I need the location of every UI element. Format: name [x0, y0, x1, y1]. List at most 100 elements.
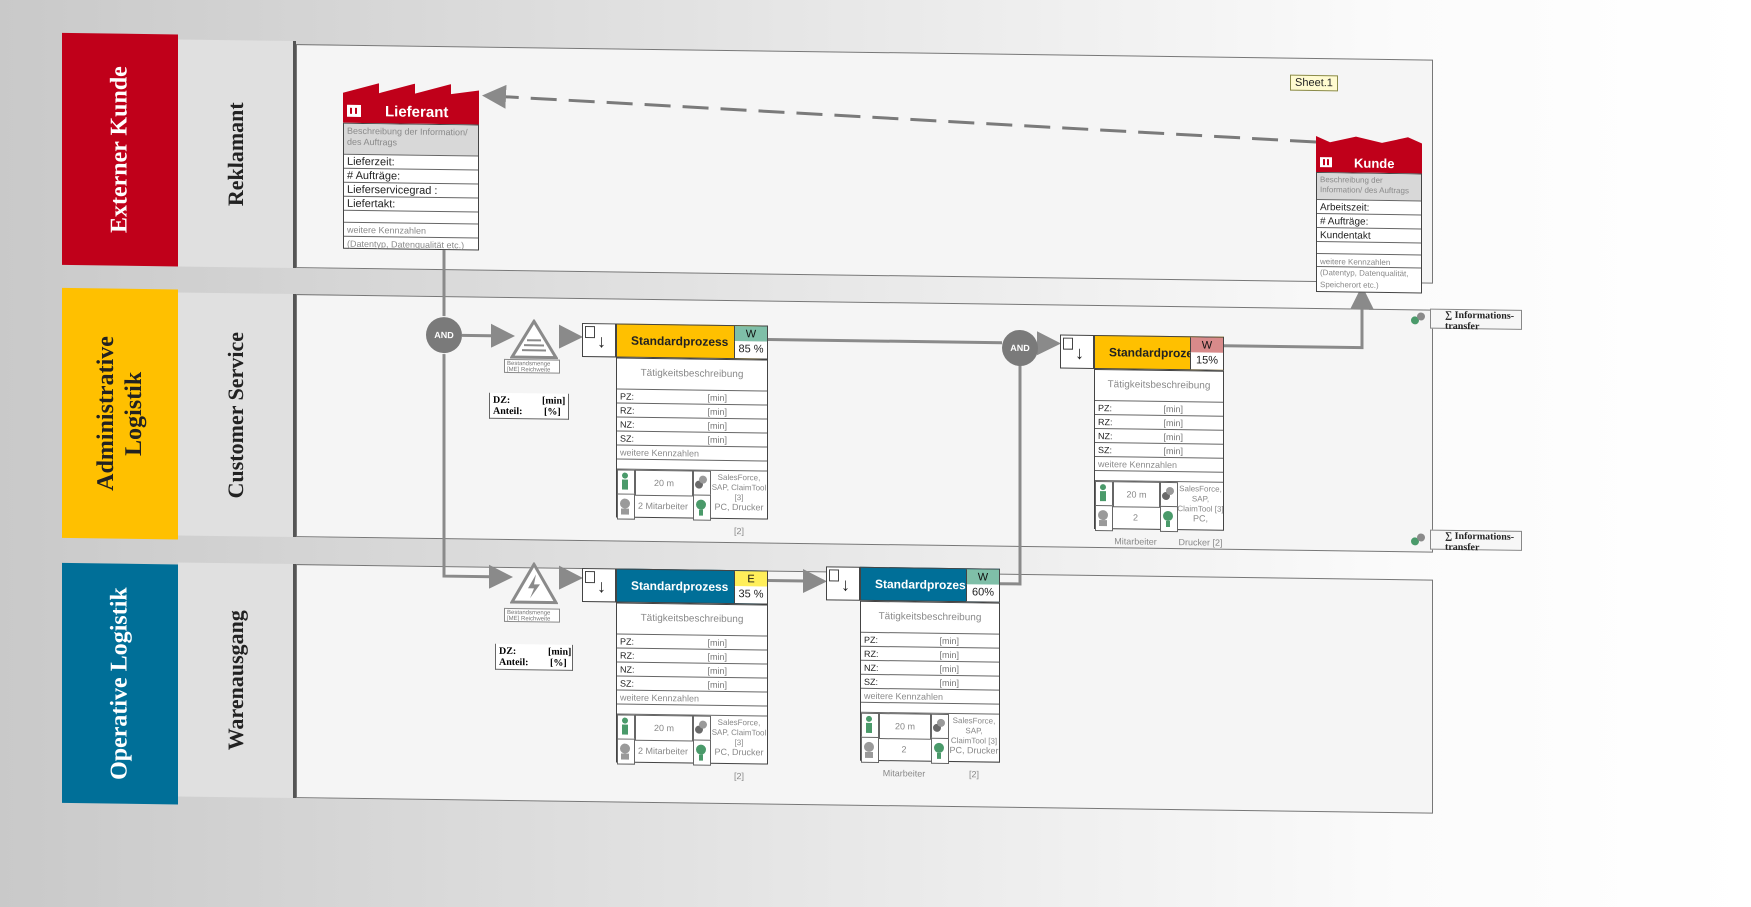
operator-icon	[617, 714, 635, 741]
and-gate-2[interactable]: AND	[1002, 329, 1038, 367]
process-box[interactable]: ↓ Standardprozess W 15% Tätigkeitsbeschr…	[1060, 334, 1224, 548]
supplier-header: Lieferant	[343, 98, 479, 125]
process-time: 20 m	[635, 714, 693, 742]
process-system: SalesForce, SAP, ClaimTool [3]	[1177, 484, 1224, 514]
process-resources: 20 m SalesForce, SAP, ClaimTool [3] 2 Mi…	[617, 713, 767, 782]
process-time: 20 m	[635, 469, 693, 497]
process-table: Tätigkeitsbeschreibung PZ: [min] RZ: [mi…	[860, 600, 1000, 780]
process-desc: Tätigkeitsbeschreibung	[640, 612, 744, 626]
process-table: Tätigkeitsbeschreibung PZ: [min] RZ: [mi…	[1094, 368, 1224, 548]
customer-table: Beschreibung der Information/ des Auftra…	[1316, 172, 1422, 295]
process-row-key: PZ:	[1098, 403, 1113, 414]
process-row-key: PZ:	[620, 391, 635, 402]
info-transfer-label: ∑ Informations- transfer	[1430, 529, 1522, 553]
supplier-box[interactable]: Lieferant Beschreibung der Information/ …	[343, 83, 479, 252]
process-header: Standardprozess W 60%	[860, 566, 1000, 603]
process-percent: 15%	[1190, 352, 1223, 370]
process-row-key: NZ:	[620, 664, 635, 675]
system-icon	[693, 470, 711, 497]
process-row-key: RZ:	[864, 648, 879, 660]
process-header: Standardprozess E 35 %	[616, 568, 768, 605]
process-percent: 60%	[966, 584, 999, 602]
process-operator-cell: ↓	[826, 566, 860, 601]
inventory-2-dz: DZ:	[499, 645, 517, 658]
process-title: Standardprozess	[631, 333, 729, 349]
process-device: PC, Drucker [2]	[1178, 513, 1223, 548]
supplier-table: Beschreibung der Information/ des Auftra…	[343, 122, 479, 252]
process-box[interactable]: ↓ Standardprozess E 35 % Tätigkeitsbesch…	[582, 567, 768, 782]
process-operator-cell: ↓	[582, 322, 616, 358]
process-row-key: SZ:	[620, 678, 635, 689]
flow-and1-inventory2	[442, 354, 513, 589]
process-row-key: SZ:	[620, 433, 635, 444]
inventory-2-caption: Bestandsmenge [ME] Reichweite [ZE]	[504, 607, 560, 623]
process-desc: Tätigkeitsbeschreibung	[1107, 379, 1211, 392]
machine-icon	[829, 569, 839, 582]
factory-icon	[1320, 157, 1332, 168]
info-transfer-1[interactable]: ∑ Informations- transfer	[1406, 308, 1522, 332]
warning-triangle-icon[interactable]	[510, 318, 558, 360]
process-layer: ↓ Standardprozess W 85 % Tätigkeitsbesch…	[0, 0, 1751, 781]
system-icon	[931, 713, 949, 741]
process-desc: Tätigkeitsbeschreibung	[640, 367, 744, 381]
machine-icon	[1063, 337, 1073, 350]
device-icon	[1160, 505, 1178, 533]
process-row-key: RZ:	[620, 405, 635, 416]
process-operator-cell: ↓	[582, 567, 616, 603]
process-badge: W	[966, 569, 999, 586]
operator-icon	[617, 469, 635, 496]
customer-roof-icon	[1316, 136, 1422, 156]
flow-proc1-and2	[768, 338, 1002, 345]
process-staff: 2 Mitarbeiter	[637, 500, 689, 512]
process-device: PC, Drucker [2]	[949, 745, 999, 780]
process-time: 20 m	[879, 713, 931, 740]
info-flow-dashed	[482, 84, 1317, 144]
machine-icon	[585, 571, 595, 584]
process-row-key: RZ:	[620, 650, 635, 661]
device-icon	[693, 739, 711, 766]
staff-icon	[617, 493, 635, 520]
system-icon	[1160, 481, 1178, 509]
process-row-key: PZ:	[864, 634, 879, 646]
flow-proc2-customer	[1224, 285, 1374, 350]
flow-and1-inventory1	[462, 323, 515, 348]
machine-icon	[585, 326, 595, 339]
process-resources: 20 m SalesForce, SAP, ClaimTool [3] 2 Mi…	[861, 711, 999, 780]
process-percent: 35 %	[734, 586, 767, 604]
process-percent: 85 %	[734, 341, 767, 359]
process-badge: W	[1190, 337, 1223, 354]
process-time: 20 m	[1113, 481, 1160, 508]
customer-header: Kunde	[1316, 152, 1422, 174]
process-staff: 2 Mitarbeiter	[1114, 512, 1157, 547]
inventory-2-metrics: DZ: [min] Anteil: [%]	[495, 643, 573, 671]
process-staff: 2 Mitarbeiter	[882, 744, 926, 779]
arrow-down-icon: ↓	[597, 576, 606, 597]
customer-box[interactable]: Kunde Beschreibung der Information/ des …	[1316, 134, 1422, 295]
arrow-down-icon: ↓	[597, 331, 606, 352]
process-system: SalesForce, SAP, ClaimTool [3]	[711, 717, 767, 748]
supplier-desc: Beschreibung der Information/ des Auftra…	[344, 123, 478, 156]
inventory-1-caption: Bestandsmenge [ME] Reichweite [ZE]	[504, 358, 560, 374]
process-title: Standardprozess	[875, 576, 973, 593]
inventory-2-dz-unit: [min]	[548, 646, 572, 658]
and-gate-1[interactable]: AND	[426, 316, 462, 354]
info-transfer-2[interactable]: ∑ Informations- transfer	[1406, 529, 1522, 553]
process-system: SalesForce, SAP, ClaimTool [3]	[711, 472, 767, 503]
staff-icon	[1095, 505, 1113, 532]
process-box[interactable]: ↓ Standardprozess W 60% Tätigkeitsbeschr…	[826, 566, 1000, 780]
info-transfer-label: ∑ Informations- transfer	[1430, 308, 1522, 332]
process-row-key: SZ:	[864, 676, 879, 688]
process-badge: E	[734, 571, 767, 588]
arrow-down-icon: ↓	[841, 574, 850, 595]
inventory-2-anteil: Anteil:	[499, 656, 529, 669]
process-device: PC, Drucker [2]	[714, 746, 764, 782]
process-staff: 2 Mitarbeiter	[637, 745, 689, 757]
process-resources: 20 m SalesForce, SAP, ClaimTool [3] 2 Mi…	[1095, 480, 1224, 548]
process-system: SalesForce, SAP, ClaimTool [3]	[950, 716, 998, 746]
lightning-triangle-icon[interactable]	[510, 561, 558, 607]
process-box[interactable]: ↓ Standardprozess W 85 % Tätigkeitsbesch…	[582, 322, 768, 536]
inventory-1-anteil: Anteil:	[493, 405, 523, 418]
process-header: Standardprozess W 15%	[1094, 334, 1224, 371]
